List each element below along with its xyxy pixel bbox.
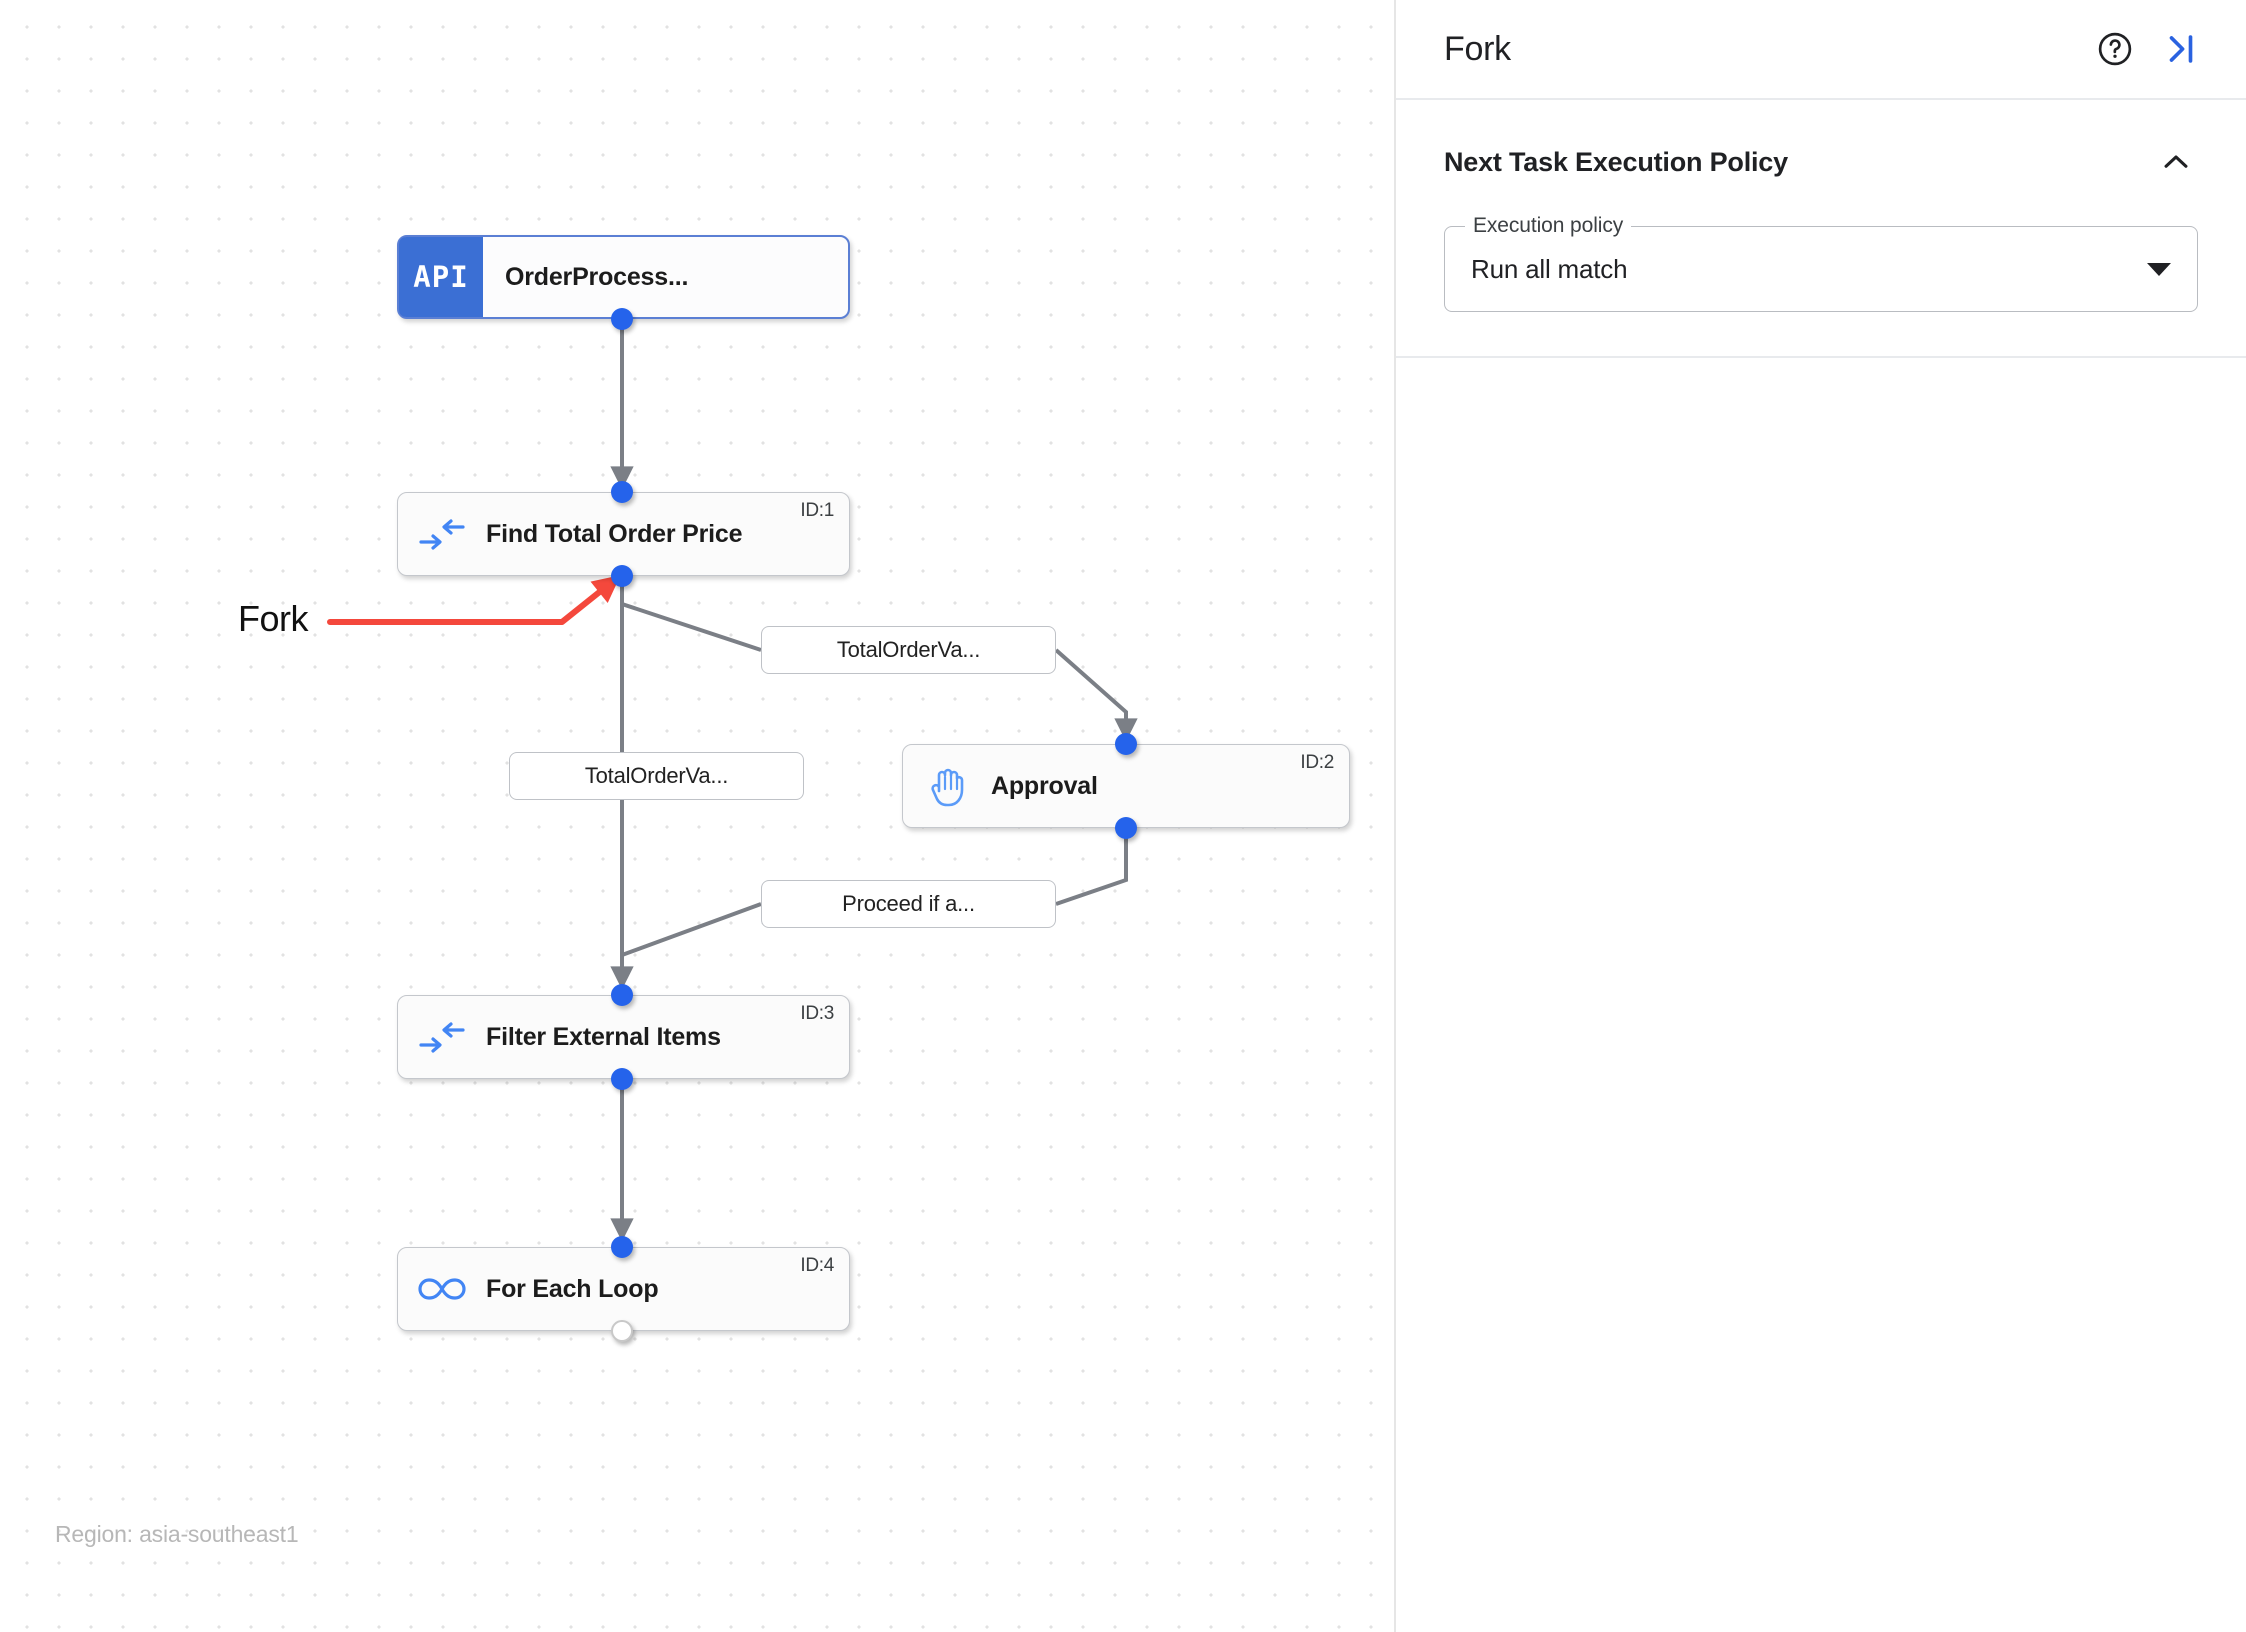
chevron-up-icon[interactable] — [2154, 140, 2198, 184]
infinity-loop-icon — [398, 1275, 486, 1303]
api-icon: API — [399, 237, 483, 317]
region-label: Region: asia-southeast1 — [55, 1521, 299, 1547]
properties-panel: Fork Next Task Execution Policy — [1396, 0, 2246, 1632]
execution-policy-value: Run all match — [1471, 253, 1628, 284]
node-title: OrderProcess... — [505, 262, 689, 291]
node-title: Find Total Order Price — [486, 519, 743, 548]
caret-down-icon[interactable] — [2147, 262, 2171, 276]
page-title: Fork — [1444, 29, 1511, 68]
next-task-execution-policy-section: Next Task Execution Policy Execution pol… — [1396, 100, 2246, 358]
node-id-badge: ID:4 — [800, 1255, 834, 1276]
execution-policy-label: Execution policy — [1465, 214, 1632, 238]
execution-policy-select[interactable]: Execution policy Run all match — [1444, 214, 2198, 312]
workflow-canvas[interactable]: Fork API OrderProcess... Find Total Orde… — [0, 0, 1396, 1632]
node-filter-external-items[interactable]: Filter External Items ID:3 — [397, 995, 850, 1079]
node-port-input[interactable] — [611, 984, 633, 1006]
edge-label-condition[interactable]: TotalOrderVa... — [761, 626, 1056, 674]
node-port-output[interactable] — [611, 1068, 633, 1090]
merge-arrows-icon — [398, 1020, 486, 1054]
node-title: Filter External Items — [486, 1022, 721, 1051]
node-port-output[interactable] — [611, 1320, 633, 1342]
edge-label-condition[interactable]: TotalOrderVa... — [509, 752, 804, 800]
section-header[interactable]: Next Task Execution Policy — [1444, 140, 2198, 184]
collapse-panel-right-icon[interactable] — [2156, 24, 2206, 74]
node-title: Approval — [991, 771, 1098, 800]
node-port-input[interactable] — [611, 481, 633, 503]
node-title: For Each Loop — [486, 1274, 659, 1303]
panel-header: Fork — [1396, 0, 2246, 100]
node-port-input[interactable] — [1115, 733, 1137, 755]
node-port-output[interactable] — [1115, 817, 1137, 839]
node-port-input[interactable] — [611, 1236, 633, 1258]
node-for-each-loop[interactable]: For Each Loop ID:4 — [397, 1247, 850, 1331]
node-id-badge: ID:1 — [800, 500, 834, 521]
help-circle-icon[interactable] — [2090, 24, 2140, 74]
node-orderprocess[interactable]: API OrderProcess... — [397, 235, 850, 319]
section-title: Next Task Execution Policy — [1444, 146, 1788, 177]
merge-arrows-icon — [398, 517, 486, 551]
fork-annotation-label: Fork — [238, 598, 309, 639]
node-id-badge: ID:3 — [800, 1003, 834, 1024]
node-port-output[interactable] — [611, 308, 633, 330]
node-approval[interactable]: Approval ID:2 — [902, 744, 1350, 828]
node-id-badge: ID:2 — [1300, 752, 1334, 773]
node-port-output[interactable] — [611, 565, 633, 587]
edge-label-condition[interactable]: Proceed if a... — [761, 880, 1056, 928]
node-find-total-order-price[interactable]: Find Total Order Price ID:1 — [397, 492, 850, 576]
hand-raised-icon — [903, 765, 991, 807]
